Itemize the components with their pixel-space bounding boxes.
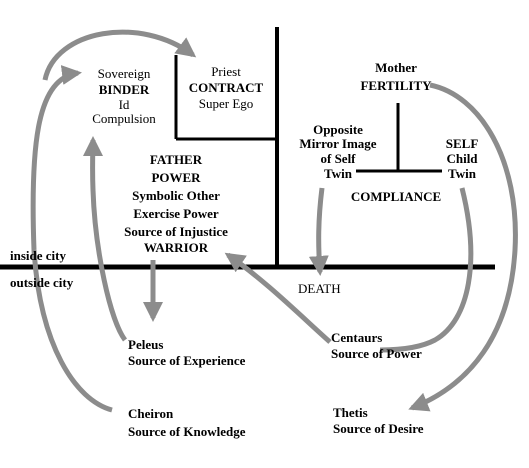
super-ego-label: Super Ego [198,96,254,111]
power-label: POWER [151,170,201,185]
arrow-cheiron-to-binder [30,65,113,413]
arrow-fertility-to-thetis [408,82,518,412]
source-of-knowledge-label: Source of Knowledge [128,424,246,439]
warrior-label: WARRIOR [143,240,209,255]
source-of-desire-label: Source of Desire [333,421,424,436]
self-label: SELF [445,136,479,151]
arrow-self-to-centaurs [379,187,474,353]
binder-label: BINDER [98,82,150,97]
exercise-power-label: Exercise Power [133,206,219,221]
fertility-label: FERTILITY [360,78,432,93]
child-label: Child [446,151,478,166]
death-label: DEATH [298,281,341,296]
of-self-label: of Self [320,151,356,166]
compliance-label: COMPLIANCE [350,189,442,204]
father-label: FATHER [149,152,203,167]
symbolic-other-label: Symbolic Other [132,188,220,203]
source-of-experience-label: Source of Experience [128,353,246,368]
arrow-binder-to-contract [42,29,197,81]
centaurs-label: Centaurs [331,330,383,345]
inside-city-label: inside city [10,248,66,263]
arrow-peleus-to-compulsion [82,136,128,342]
id-label: Id [118,97,130,112]
contract-label: CONTRACT [188,80,264,95]
source-of-power-label: Source of Power [331,346,422,361]
priest-label: Priest [211,64,241,79]
outside-city-label: outside city [10,275,74,290]
opposite-label: Opposite [313,122,363,137]
twin-right-label: Twin [448,166,476,181]
arrow-centaurs-to-warrior [224,252,332,344]
sovereign-label: Sovereign [97,66,151,81]
source-of-injustice-label: Source of Injustice [124,224,228,239]
compulsion-label: Compulsion [92,111,156,126]
twin-left-label: Twin [324,166,352,181]
arrow-mirror-to-death [308,187,329,276]
peleus-label: Peleus [128,337,164,352]
cheiron-label: Cheiron [128,406,174,421]
mirror-image-label: Mirror Image [299,136,377,151]
thetis-label: Thetis [333,405,368,420]
mother-label: Mother [375,60,417,75]
